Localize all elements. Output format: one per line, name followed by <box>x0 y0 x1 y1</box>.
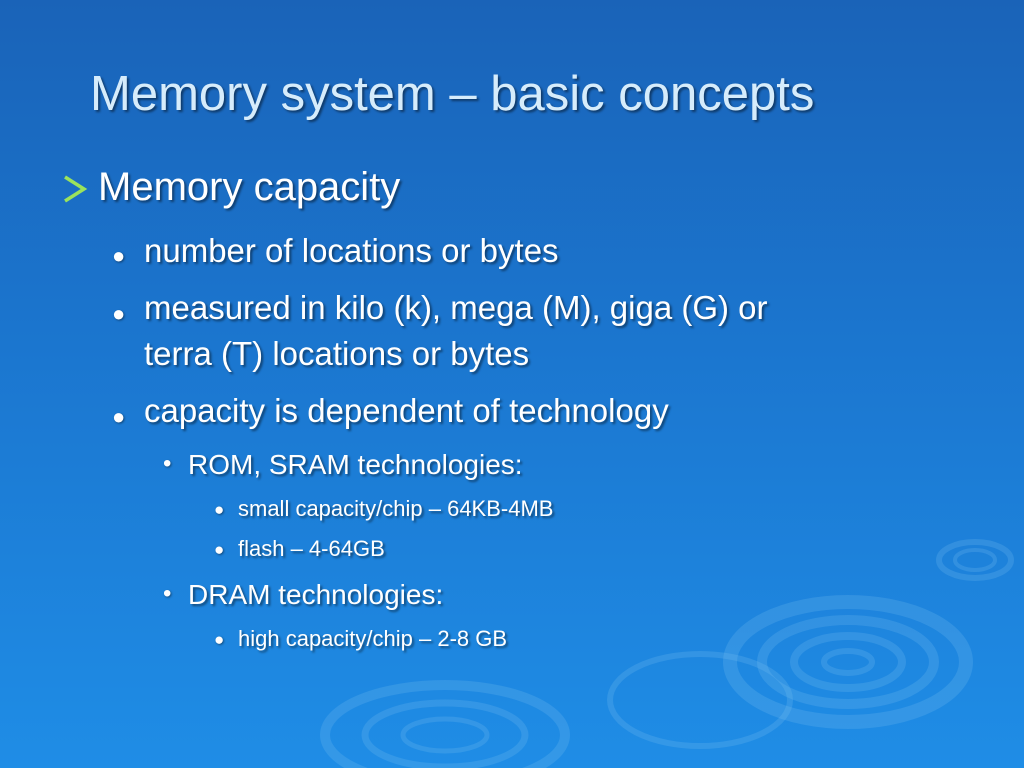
bullet-rom-sram: ROM, SRAM technologies: <box>188 449 523 480</box>
dot-bullet-icon: ● <box>112 404 126 429</box>
dot-bullet-icon: ● <box>214 630 225 649</box>
bullet-flash: flash – 4-64GB <box>238 536 385 561</box>
bullet-memory-capacity: Memory capacity <box>98 165 401 209</box>
small-dot-bullet-icon: • <box>163 580 172 607</box>
bullet-small-capacity: small capacity/chip – 64KB-4MB <box>238 496 554 521</box>
small-dot-bullet-icon: • <box>163 450 172 477</box>
dot-bullet-icon: ● <box>214 500 225 519</box>
dot-bullet-icon: ● <box>214 540 225 559</box>
dot-bullet-icon: ● <box>112 301 126 326</box>
bullet-capacity-dependent: capacity is dependent of technology <box>144 392 669 429</box>
bullet-measured-line-2: terra (T) locations or bytes <box>144 335 530 372</box>
bullet-measured-line-1: measured in kilo (k), mega (M), giga (G)… <box>144 289 768 326</box>
bullet-number-of-locations: number of locations or bytes <box>144 232 559 269</box>
bullet-high-capacity: high capacity/chip – 2-8 GB <box>238 626 508 651</box>
arrow-bullet-icon <box>62 174 88 209</box>
bullet-dram: DRAM technologies: <box>188 579 444 610</box>
slide-title: Memory system – basic concepts <box>90 67 815 121</box>
dot-bullet-icon: ● <box>112 243 126 268</box>
